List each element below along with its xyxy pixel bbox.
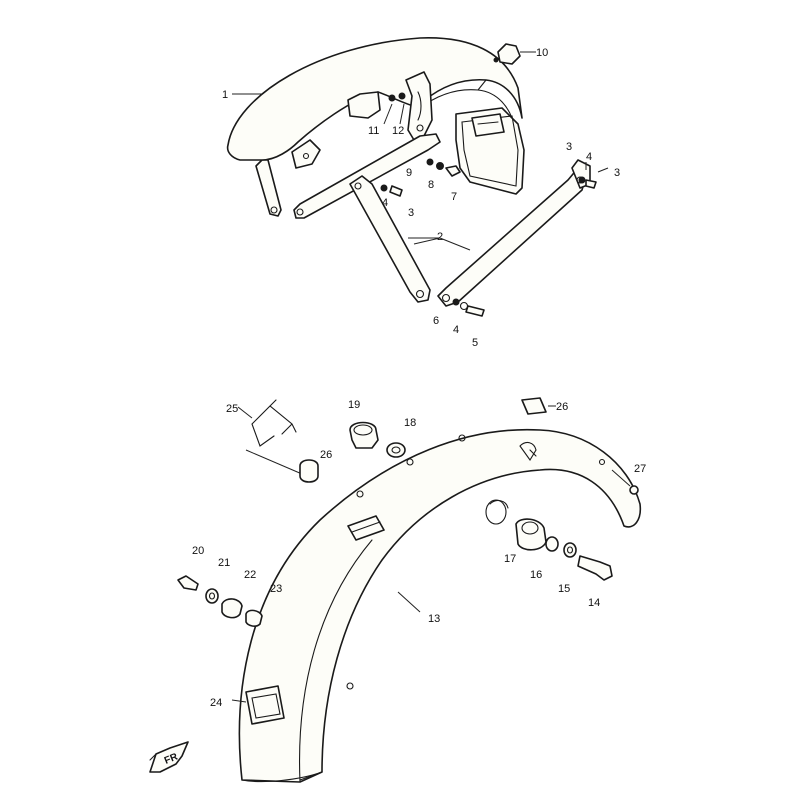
callout-8: 8 xyxy=(428,179,434,191)
bolt-7 xyxy=(445,165,461,177)
fender-inner-bracket xyxy=(347,91,381,119)
callout-18: 18 xyxy=(404,417,416,429)
rear-fender-clip xyxy=(347,515,385,541)
washer-16 xyxy=(545,536,559,552)
washer-4-upper xyxy=(380,184,388,192)
washer-12 xyxy=(398,92,406,100)
washer-15 xyxy=(563,542,577,558)
fender-side-plate xyxy=(405,71,433,141)
callout-5: 5 xyxy=(472,337,478,349)
callout-19: 19 xyxy=(348,399,360,411)
callout-26-right: 26 xyxy=(556,401,568,413)
grommet-26-right xyxy=(521,397,547,415)
callout-16: 16 xyxy=(530,569,542,581)
callout-2: 2 xyxy=(437,231,443,243)
bolt-14 xyxy=(577,555,613,581)
callout-3-right: 3 xyxy=(614,167,620,179)
washer-21 xyxy=(205,588,219,604)
callout-4-lower: 4 xyxy=(453,324,459,336)
washer-9 xyxy=(426,158,434,166)
callout-21: 21 xyxy=(218,557,230,569)
callout-13: 13 xyxy=(428,613,440,625)
callout-12: 12 xyxy=(392,125,404,137)
callout-27: 27 xyxy=(634,463,646,475)
callout-3-top: 3 xyxy=(566,141,572,153)
grommet-26-left xyxy=(299,459,319,483)
callout-1: 1 xyxy=(222,89,228,101)
rear-fender-assembly xyxy=(177,397,642,783)
front-direction-arrow: FR xyxy=(149,741,189,773)
front-fender-stay-upper xyxy=(293,133,441,219)
washer-4-right xyxy=(578,176,586,184)
washer-8 xyxy=(436,162,444,170)
rear-fender-hole xyxy=(485,499,507,525)
front-fender-assembly xyxy=(226,37,609,317)
callout-20: 20 xyxy=(192,545,204,557)
wire-bracket xyxy=(251,399,297,447)
front-fender xyxy=(226,37,523,161)
callout-25: 25 xyxy=(226,403,238,415)
bolt-10 xyxy=(497,43,521,65)
callout-15: 15 xyxy=(558,583,570,595)
bolt-5 xyxy=(465,305,485,317)
bolt-20 xyxy=(177,575,199,591)
bolt-3-upper xyxy=(389,185,403,197)
washer-18 xyxy=(386,442,406,458)
callout-17: 17 xyxy=(504,553,516,565)
callout-3-upper: 3 xyxy=(408,207,414,219)
cap-27 xyxy=(629,485,639,495)
callout-10: 10 xyxy=(536,47,548,59)
front-fender-left-stay xyxy=(255,159,282,217)
callout-23: 23 xyxy=(270,583,282,595)
callout-24: 24 xyxy=(210,697,222,709)
collar-23 xyxy=(245,609,263,627)
callout-6: 6 xyxy=(433,315,439,327)
callout-22: 22 xyxy=(244,569,256,581)
callout-11: 11 xyxy=(368,125,379,137)
callout-4-right: 4 xyxy=(586,151,592,163)
front-fender-stay-left-leg xyxy=(349,175,431,303)
callout-26-left: 26 xyxy=(320,449,332,461)
damper-22 xyxy=(221,598,243,619)
rear-callouts: 13 14 15 16 17 18 19 20 21 22 23 24 25 2… xyxy=(192,399,646,709)
callout-9: 9 xyxy=(406,167,412,179)
direction-label: FR xyxy=(163,751,180,766)
callout-14: 14 xyxy=(588,597,600,609)
callout-7: 7 xyxy=(451,191,457,203)
rear-fender xyxy=(238,428,642,783)
nut-11 xyxy=(388,94,396,102)
bolt-3-right xyxy=(585,179,597,189)
washer-6 xyxy=(452,298,460,306)
callout-4-upper: 4 xyxy=(382,197,388,209)
front-callouts: 1 2 3 3 3 4 4 4 5 6 7 8 9 10 11 12 xyxy=(222,47,620,349)
